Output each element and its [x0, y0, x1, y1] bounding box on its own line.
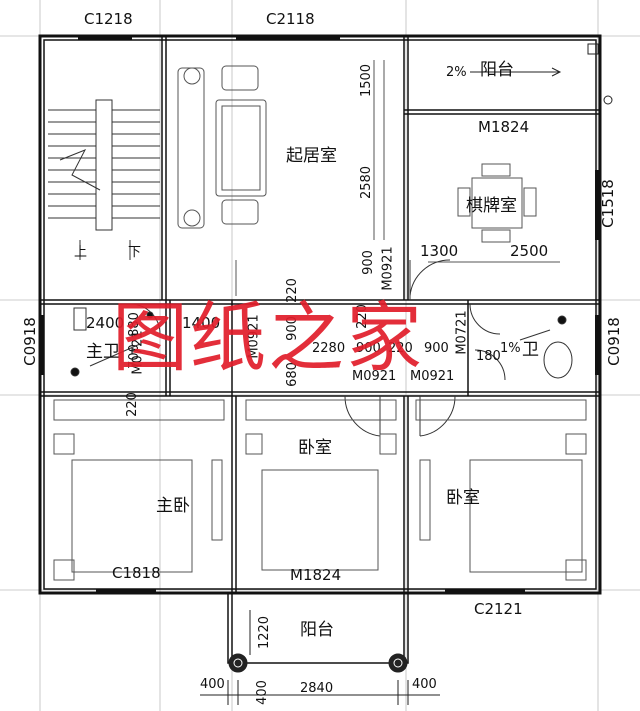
balcony-slope-arrow: [470, 43, 613, 105]
bed-right: [415, 399, 587, 581]
dim-1300: 1300: [420, 242, 459, 260]
dim-400-left: 400: [200, 677, 225, 692]
dim-180: 180: [476, 349, 501, 364]
dim-1220: 1220: [257, 615, 273, 650]
dim-900-d: 900: [356, 341, 381, 356]
window-c1218-label: C1218: [84, 10, 133, 28]
room-bed-right-label: 卧室: [446, 488, 480, 508]
room-balcony-bottom-label: 阳台: [300, 620, 334, 640]
room-living-label: 起居室: [286, 146, 337, 166]
mahjong-table: [428, 163, 560, 263]
dim-400-mid: 400: [254, 680, 270, 705]
dim-2580: 2580: [359, 165, 375, 200]
window-c0918-right-label: C0918: [604, 317, 623, 366]
dim-2280: 2280: [312, 341, 346, 356]
door-m0921-d-label: M0921: [410, 369, 455, 384]
bottom-dimension-line: [200, 610, 440, 705]
door-m0921-c-label: M0921: [352, 369, 397, 384]
dim-2500: 2500: [510, 242, 549, 260]
room-bed-mid-label: 卧室: [298, 438, 332, 458]
window-c0918-left-label: C0918: [20, 317, 39, 366]
bed-master: [53, 399, 225, 581]
door-m1824-bottom-label: M1824: [290, 566, 342, 584]
door-m0721-right-label: M0721: [454, 310, 470, 355]
dim-220-b: 220: [124, 392, 140, 417]
door-m0921-a-label: M0921: [380, 246, 396, 291]
room-master-bath-label: 主卫: [86, 342, 120, 362]
door-m1824-top-label: M1824: [478, 118, 530, 136]
window-c1818-label: C1818: [112, 564, 161, 582]
room-mahjong-label: 棋牌室: [466, 196, 517, 216]
dim-1400: 1400: [182, 314, 221, 332]
sofa-set: [177, 60, 385, 296]
stair-up-label: 上: [74, 245, 88, 260]
room-master-bed-label: 主卧: [156, 496, 190, 516]
window-c2121-label: C2121: [474, 600, 523, 618]
stairs: [48, 99, 160, 260]
dim-400-right: 400: [412, 677, 437, 692]
dim-1500: 1500: [359, 63, 375, 98]
stair-down-label: 下: [128, 245, 142, 260]
dim-2400: 2400: [86, 314, 125, 332]
slope-bath-label: 1%: [500, 341, 521, 356]
bath-fixtures: [70, 307, 573, 379]
dim-220-e: 220: [388, 341, 413, 356]
room-balcony-top-label: 阳台: [480, 60, 514, 80]
watermark: 图纸之家: [112, 293, 424, 382]
window-c2118-label: C2118: [266, 10, 315, 28]
windows: [40, 36, 599, 593]
window-c1518-label: C1518: [598, 179, 617, 228]
room-bath-label: 卫: [522, 340, 539, 360]
dim-900-v: 900: [360, 250, 376, 275]
bed-middle: [245, 399, 397, 571]
slope-top-label: 2%: [446, 65, 467, 80]
dim-2840: 2840: [300, 681, 334, 696]
dim-900-f: 900: [424, 341, 449, 356]
balcony-columns: [228, 653, 408, 673]
